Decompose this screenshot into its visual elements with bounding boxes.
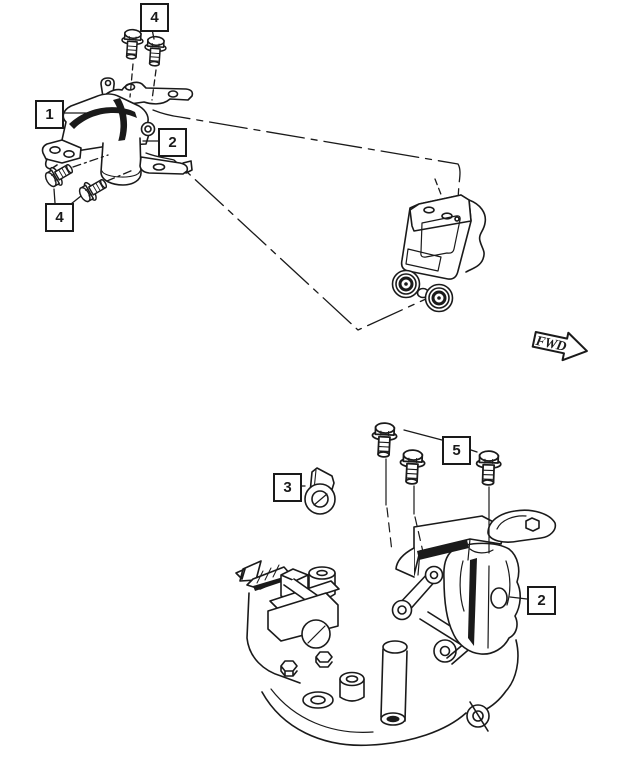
callout-label: 2: [168, 134, 177, 151]
upper-bolts-top-drawing: [120, 28, 168, 101]
callout-3[interactable]: 3: [273, 473, 302, 502]
callout-label: 2: [537, 592, 546, 609]
engine-assembly-drawing: [235, 509, 557, 747]
lower-bolts-drawing: [370, 421, 503, 649]
callout-label: 4: [55, 209, 64, 226]
callout-label: 4: [150, 9, 159, 26]
spacer-part-drawing: [304, 467, 336, 515]
fwd-label: FWD: [533, 334, 567, 355]
callout-1[interactable]: 1: [35, 100, 64, 129]
callout-4-top[interactable]: 4: [140, 3, 169, 32]
middle-mount-drawing: [391, 178, 487, 313]
callout-label: 1: [45, 106, 54, 123]
leader-lines: [145, 109, 461, 331]
callout-2-lower[interactable]: 2: [527, 586, 556, 615]
upper-bolts-side-drawing: [41, 154, 134, 206]
fwd-arrow: FWD: [531, 330, 588, 362]
callout-label: 3: [283, 479, 292, 496]
callout-2-upper[interactable]: 2: [158, 128, 187, 157]
callout-4-lower[interactable]: 4: [45, 203, 74, 232]
callout-5[interactable]: 5: [442, 436, 471, 465]
upper-mount-assembly-drawing: [41, 77, 194, 186]
callout-label: 5: [452, 442, 461, 459]
